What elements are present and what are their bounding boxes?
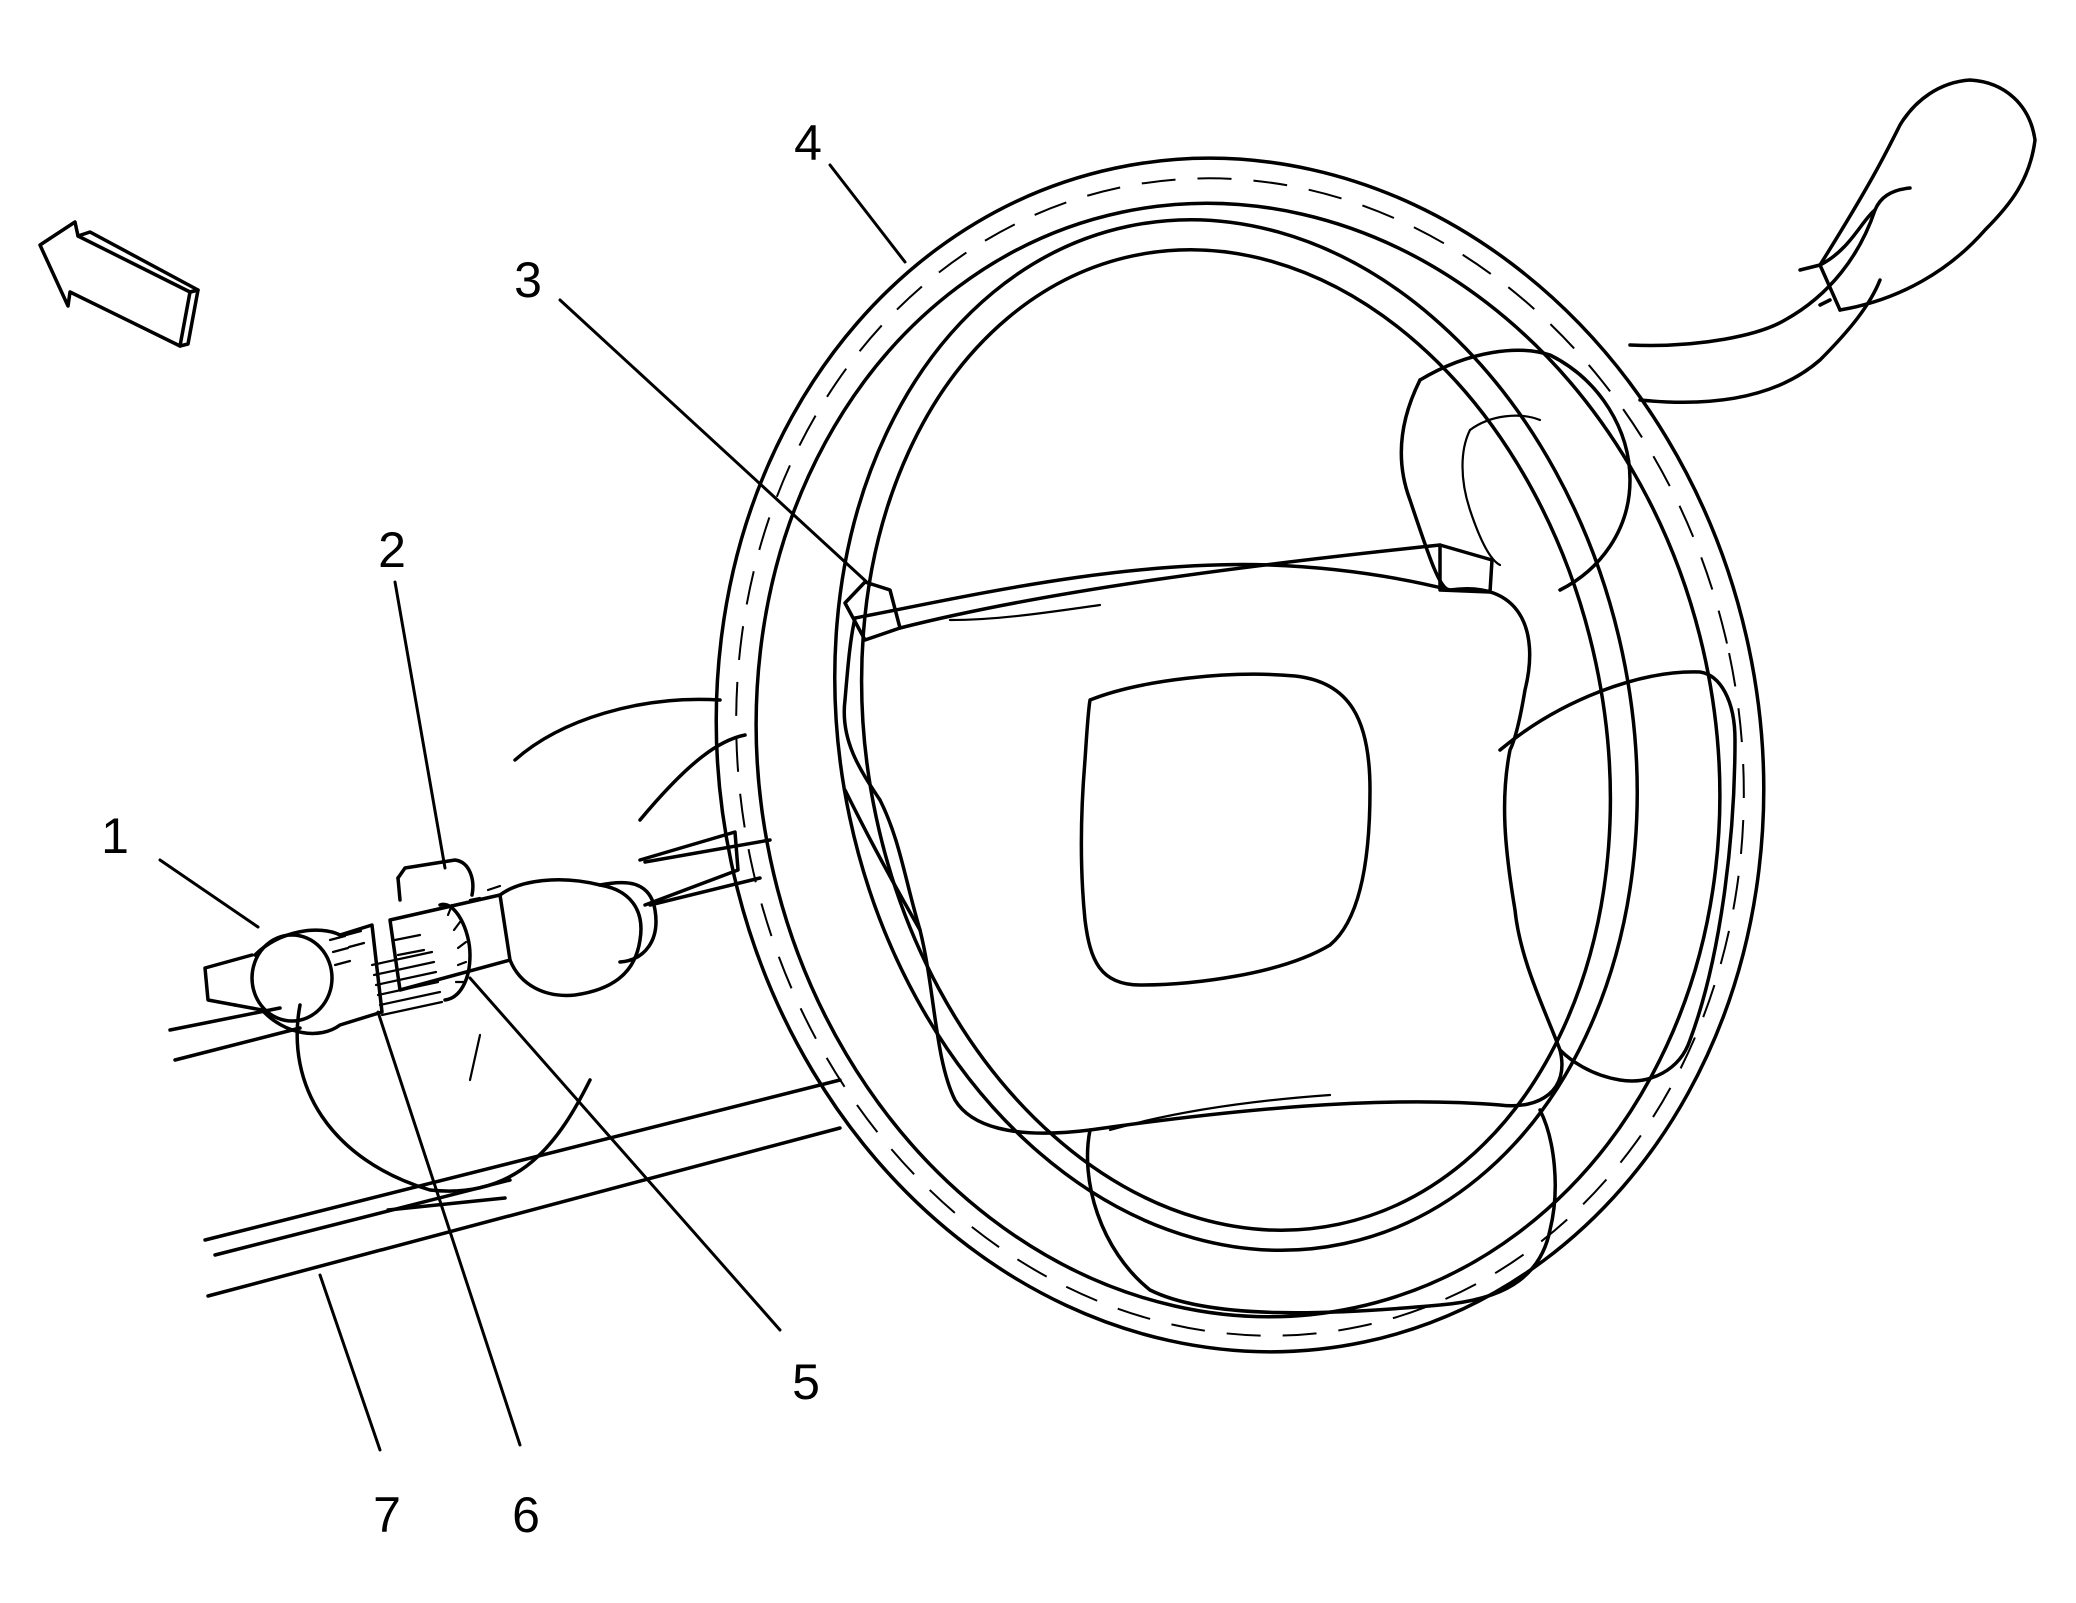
dash-trim-panel [168,697,842,1298]
leader-5 [468,976,782,1332]
tilt-lever [1628,78,2037,404]
callout-7: 7 [373,1487,401,1543]
upper-trim-bracket [843,543,1494,642]
leader-3 [558,298,872,587]
leader-2 [393,580,447,870]
steering-column [643,838,772,907]
view-direction-arrow-icon [38,220,200,348]
leader-7 [318,1273,382,1452]
multifunction-switch [203,830,740,1036]
leader-1 [158,858,260,929]
leader-4 [828,163,907,264]
callout-4: 4 [794,115,822,171]
callout-5: 5 [792,1354,820,1410]
callout-2: 2 [378,522,406,578]
steering-wheel-hub [842,348,1737,1315]
callout-3: 3 [514,252,542,308]
column-shroud [295,733,747,1193]
leader-6 [376,1010,522,1447]
callout-1: 1 [101,808,129,864]
callout-6: 6 [512,1487,540,1543]
callout-leaders [158,163,907,1452]
steering-wheel-rim [714,156,1766,1354]
